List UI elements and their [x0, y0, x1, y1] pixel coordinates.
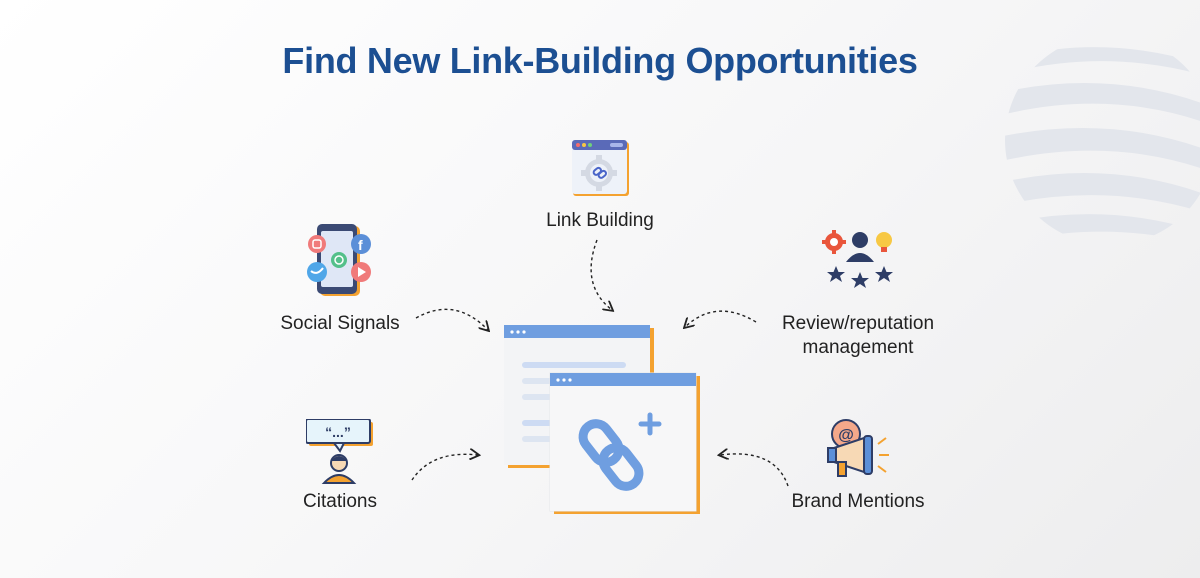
social-signals-label: Social Signals [280, 313, 400, 334]
svg-text:@: @ [838, 427, 854, 444]
arrow-brand-mentions [720, 454, 789, 487]
globe-stripes-icon [1005, 47, 1200, 240]
review-label-line1: Review/reputation [781, 313, 935, 334]
page-title: Find New Link-Building Opportunities [282, 40, 918, 81]
svg-text:f: f [358, 237, 363, 253]
arrow-review [685, 310, 757, 327]
person-stars-icon [822, 230, 893, 288]
arrow-citations [411, 454, 478, 481]
browser-windows-link-plus-icon [504, 325, 700, 514]
link-building-label: Link Building [546, 210, 654, 231]
arrow-link-building [590, 239, 612, 310]
browser-gear-link-icon [572, 140, 629, 196]
review-label-line2: management [802, 337, 914, 358]
citations-label: Citations [303, 491, 377, 512]
arrow-social-signals [415, 308, 488, 330]
citation-bubble-text: “...” [325, 424, 351, 440]
person-quote-bubble-icon: “...” [306, 419, 373, 484]
phone-social-apps-icon: f [307, 224, 371, 296]
brand-mentions-label: Brand Mentions [791, 491, 925, 512]
megaphone-at-icon: @ [827, 419, 889, 477]
